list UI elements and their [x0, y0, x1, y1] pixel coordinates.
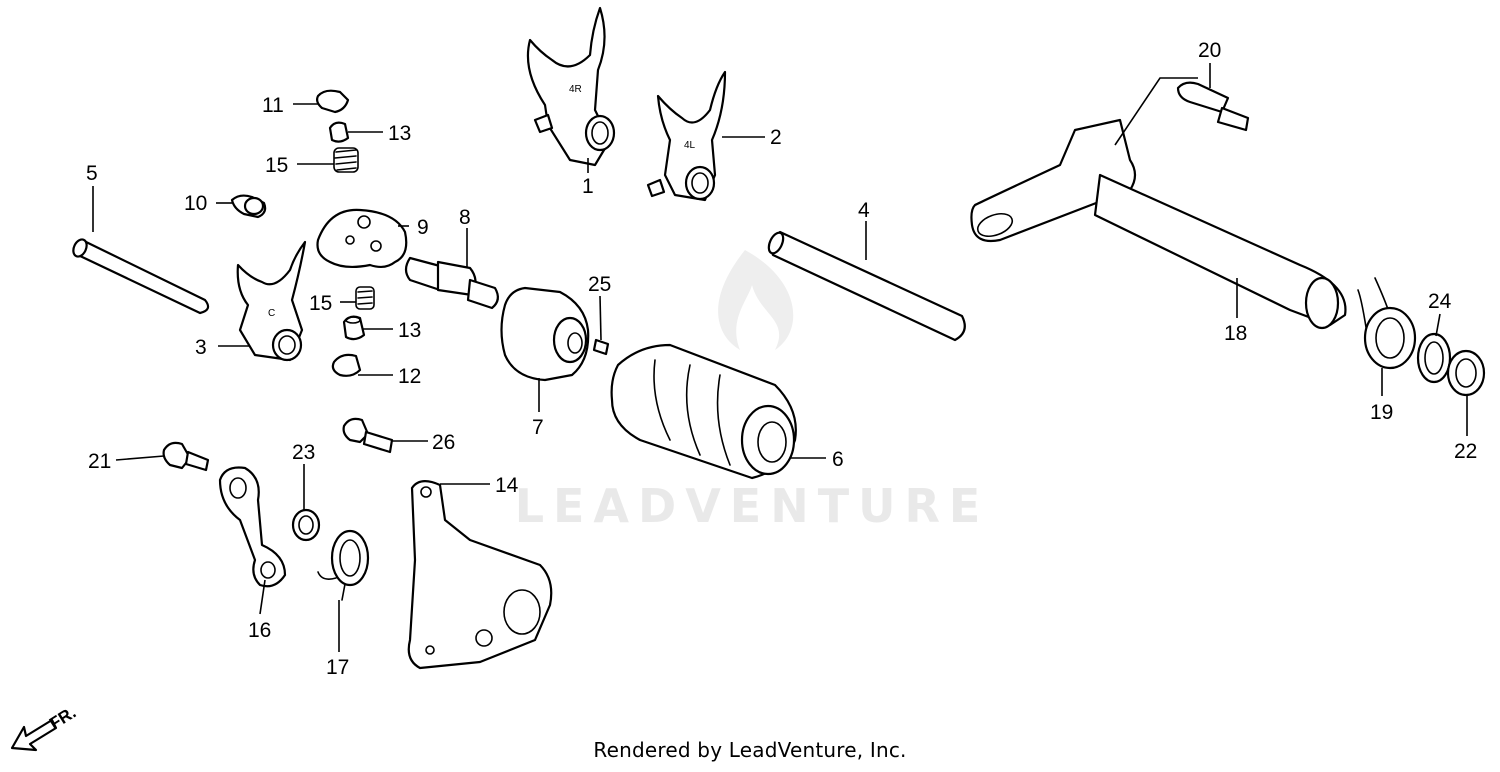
callout-9: 9 [417, 216, 429, 239]
part-25-dowel-pin[interactable] [592, 338, 610, 356]
watermark-brand-text: LEADVENTURE [515, 479, 990, 533]
fork-1-stamp: 4R [569, 84, 582, 95]
part-12-stopper-cap[interactable] [331, 353, 362, 377]
callout-13-lower: 13 [398, 319, 421, 342]
fork-2-stamp: 4L [684, 140, 696, 151]
callout-5: 5 [86, 162, 98, 185]
callout-15-lower: 15 [309, 292, 332, 315]
part-15-spring-lower[interactable] [355, 286, 375, 310]
callout-2: 2 [770, 126, 782, 149]
callout-13-upper: 13 [388, 122, 411, 145]
part-24-circlip[interactable] [1416, 332, 1452, 384]
part-8-pin-bolt[interactable] [404, 256, 499, 310]
part-10-washer[interactable] [230, 194, 267, 219]
callout-7: 7 [532, 416, 544, 439]
callout-24: 24 [1428, 290, 1452, 313]
part-3-shift-fork-c[interactable]: C [236, 240, 307, 362]
callout-23: 23 [292, 441, 315, 464]
part-11-stopper-cap[interactable] [316, 89, 350, 114]
fork-3-stamp: C [268, 308, 275, 319]
part-7-shift-drum-center[interactable] [500, 286, 590, 382]
part-2-shift-fork-4l[interactable]: 4L [646, 70, 727, 202]
part-14-bearing-plate[interactable] [407, 480, 553, 670]
part-26-bolt[interactable] [342, 417, 394, 454]
callout-22: 22 [1454, 440, 1477, 463]
callout-15-upper: 15 [265, 154, 288, 177]
footer-credit: Rendered by LeadVenture, Inc. [593, 738, 907, 762]
part-15-spring-upper[interactable] [333, 147, 359, 173]
part-6-shift-drum[interactable] [610, 343, 797, 480]
part-21-bolt[interactable] [162, 441, 210, 472]
callout-6: 6 [832, 448, 844, 471]
part-19-return-spring[interactable] [1357, 277, 1417, 370]
leader-lines [92, 63, 1468, 652]
watermark: LEADVENTURE [515, 250, 990, 533]
callout-8: 8 [459, 206, 471, 229]
part-9-drum-stopper-plate[interactable] [316, 208, 408, 269]
callout-1: 1 [582, 175, 594, 198]
callout-25: 25 [588, 273, 611, 296]
part-18-gearshift-spindle[interactable] [970, 118, 1347, 330]
callout-14: 14 [495, 474, 519, 497]
part-23-washer[interactable] [291, 508, 321, 542]
part-20-bolt[interactable] [1176, 81, 1250, 132]
callout-12: 12 [398, 365, 421, 388]
part-16-drum-stopper-arm[interactable] [218, 466, 287, 588]
callout-labels: 1 2 3 4 5 6 7 8 9 10 11 12 13 13 14 15 1… [86, 39, 1477, 679]
part-22-washer[interactable] [1446, 349, 1486, 397]
callout-18: 18 [1224, 322, 1247, 345]
callout-26: 26 [432, 431, 455, 454]
callout-11: 11 [262, 94, 284, 117]
callout-20: 20 [1198, 39, 1221, 62]
callout-10: 10 [184, 192, 207, 215]
callout-3: 3 [195, 336, 207, 359]
part-13-pin-lower[interactable] [342, 315, 366, 341]
part-13-pin-upper[interactable] [328, 121, 350, 143]
watermark-flame-icon [718, 250, 794, 350]
front-arrow-icon [10, 718, 58, 752]
part-4-shift-fork-shaft[interactable] [766, 230, 966, 342]
callout-16: 16 [248, 619, 271, 642]
callout-21: 21 [88, 450, 111, 473]
part-17-stopper-spring[interactable] [317, 529, 370, 601]
callout-17: 17 [326, 656, 349, 679]
part-1-shift-fork-4r[interactable]: 4R [526, 6, 616, 167]
callout-4: 4 [858, 199, 870, 222]
part-5-shift-fork-shaft[interactable] [71, 237, 210, 315]
callout-19: 19 [1370, 401, 1393, 424]
